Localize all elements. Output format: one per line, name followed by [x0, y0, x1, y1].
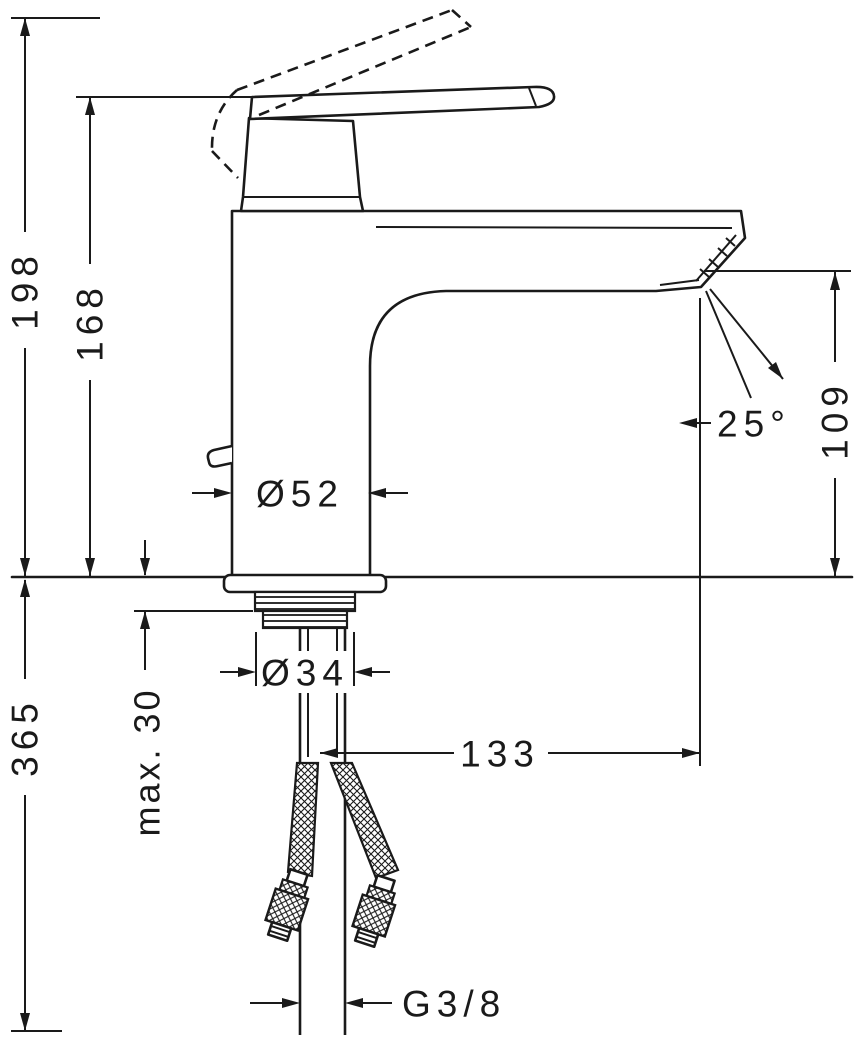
- dim-d52-label: Ø52: [256, 474, 344, 515]
- arrowhead: [140, 611, 150, 629]
- threaded-shank-upper: [253, 590, 357, 613]
- hose-connector-right: [351, 873, 397, 949]
- faucet-outline: [230, 209, 747, 579]
- dim-109-label: 109: [815, 380, 856, 460]
- dimension-spout-top-height: 168: [68, 96, 256, 576]
- arrowhead: [830, 558, 840, 576]
- arrowhead: [682, 748, 700, 758]
- arrowhead: [282, 998, 300, 1008]
- lever-endcap-line: [528, 87, 537, 107]
- arrowhead: [368, 488, 386, 498]
- spout-inner-line: [375, 226, 733, 229]
- arrowhead: [320, 748, 338, 758]
- dim-g38-label: G3/8: [402, 984, 506, 1025]
- pull-rod-hook: [206, 444, 233, 468]
- threaded-shank-nut: [261, 609, 349, 630]
- faucet-body: [206, 209, 747, 579]
- hose-connector-left: [264, 867, 310, 943]
- aerator-hatching: [699, 237, 736, 278]
- dim-168-label: 168: [70, 282, 111, 362]
- dimension-body-diameter: Ø52: [192, 472, 408, 515]
- handle-raised-position: [210, 8, 472, 179]
- dim-365-label: 365: [5, 697, 46, 777]
- dim-max30-label: max. 30: [127, 687, 168, 836]
- supply-hoses: [264, 761, 400, 949]
- arrowhead: [20, 558, 30, 576]
- dimension-supply-thread: G3/8: [250, 984, 506, 1025]
- mounting-assembly: [222, 573, 388, 630]
- dimension-below-deck-depth: 365: [3, 579, 62, 1032]
- arrowhead: [20, 1013, 30, 1031]
- dimension-outlet-height: 109: [704, 270, 857, 576]
- dimension-max-deck-thickness: max. 30: [125, 540, 253, 854]
- arrowhead: [85, 97, 95, 115]
- braided-hose-right: [329, 761, 400, 880]
- handle-lever: [248, 85, 556, 121]
- arrowhead: [20, 579, 30, 597]
- braided-hose-left: [286, 761, 320, 878]
- dim-d34-label: Ø34: [261, 653, 349, 694]
- dimension-spout-reach: 133: [320, 298, 701, 775]
- dim-133-label: 133: [460, 734, 540, 775]
- dim-198-label: 198: [5, 250, 46, 330]
- arrowhead: [679, 418, 697, 428]
- base-escutcheon: [222, 573, 388, 594]
- arrowhead: [85, 558, 95, 576]
- dimension-total-height: 198: [3, 17, 100, 576]
- arrowhead: [140, 558, 150, 576]
- arrowhead: [354, 667, 372, 677]
- dimension-shank-diameter: Ø34: [220, 632, 390, 694]
- arrowhead: [238, 667, 256, 677]
- dim-25deg-label: 25°: [717, 404, 791, 445]
- arrowhead: [768, 362, 783, 379]
- handle: [239, 85, 556, 213]
- aerator-face-line: [695, 234, 737, 282]
- aerator-outlet-line: [659, 279, 700, 286]
- arrowhead: [20, 18, 30, 36]
- arrowhead: [830, 272, 840, 290]
- arrowhead: [345, 998, 363, 1008]
- arrowhead: [214, 488, 232, 498]
- dimension-spray-angle: 25°: [679, 288, 791, 445]
